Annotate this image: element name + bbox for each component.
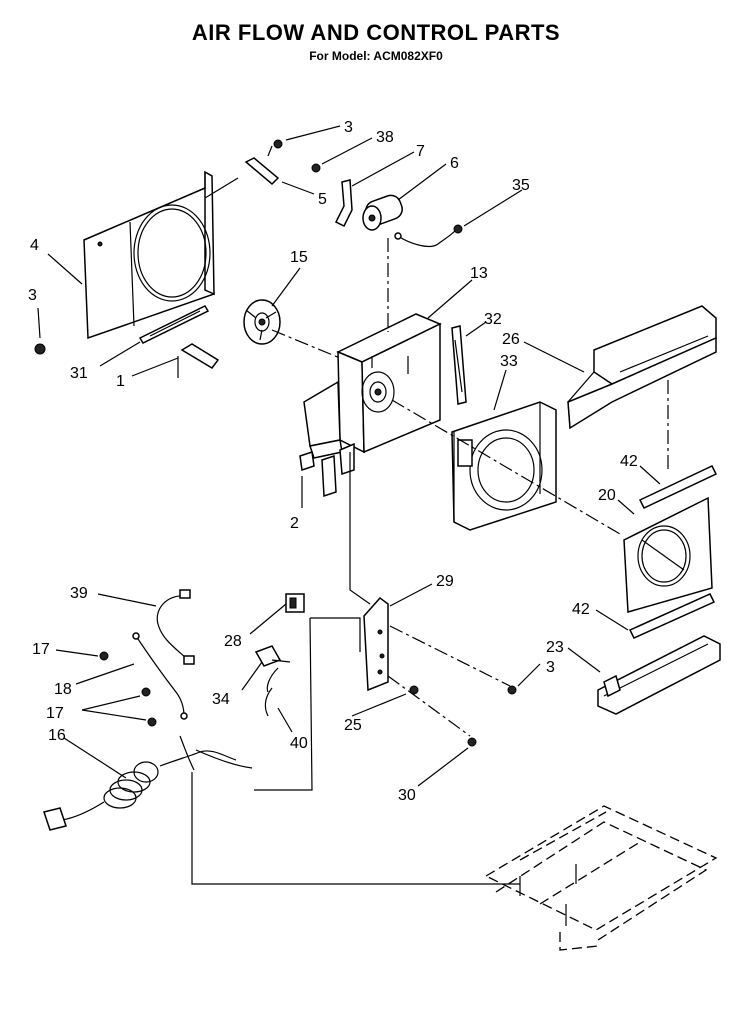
callout-17-a: 17 bbox=[32, 641, 50, 658]
callout-labels: 3 38 7 6 35 5 4 3 15 13 32 26 33 31 1 42… bbox=[28, 119, 638, 804]
part-26-air-duct bbox=[567, 305, 717, 430]
callout-4: 4 bbox=[30, 237, 39, 254]
callout-32: 32 bbox=[484, 311, 502, 328]
part-34-thermostat bbox=[254, 645, 291, 667]
part-13-orifice-bracket bbox=[303, 313, 442, 498]
callout-3-left: 3 bbox=[28, 287, 37, 304]
part-40-sensor-tube bbox=[264, 667, 279, 717]
alignment-lines bbox=[191, 238, 669, 885]
part-20-orifice-panel bbox=[623, 496, 713, 613]
part-2-clip bbox=[299, 451, 315, 471]
callout-6: 6 bbox=[450, 155, 459, 172]
part-42-lower-foam-strip bbox=[628, 593, 716, 639]
callout-39: 39 bbox=[70, 585, 88, 602]
part-35-ground-wire bbox=[394, 224, 463, 248]
base-pan-outline bbox=[484, 805, 718, 951]
callout-33: 33 bbox=[500, 353, 518, 370]
part-29-control-bracket bbox=[363, 596, 389, 692]
callout-29: 29 bbox=[436, 573, 454, 590]
part-17-screw-c bbox=[147, 717, 157, 727]
part-16-power-cord bbox=[43, 735, 253, 831]
part-17-screw-b bbox=[141, 687, 151, 697]
part-15-fan-blade bbox=[243, 299, 281, 345]
diagram-title: AIR FLOW AND CONTROL PARTS bbox=[191, 20, 561, 45]
part-4-shroud-panel bbox=[83, 170, 215, 340]
callout-18: 18 bbox=[54, 681, 72, 698]
part-5-bracket bbox=[204, 157, 280, 199]
callout-28: 28 bbox=[224, 633, 242, 650]
callout-17-b: 17 bbox=[46, 705, 64, 722]
part-3-screw-right bbox=[507, 685, 517, 695]
callout-25: 25 bbox=[344, 717, 362, 734]
part-18-wire bbox=[132, 632, 188, 720]
part-30-screw bbox=[467, 737, 477, 747]
callout-16: 16 bbox=[48, 727, 66, 744]
leader-lines bbox=[37, 125, 661, 787]
callout-13: 13 bbox=[470, 265, 488, 282]
part-31-strip bbox=[138, 305, 210, 344]
part-23-base-channel bbox=[597, 635, 721, 715]
callout-3: 3 bbox=[344, 119, 353, 136]
callout-40: 40 bbox=[290, 735, 308, 752]
callout-3-right: 3 bbox=[546, 659, 555, 676]
callout-42-upper: 42 bbox=[620, 453, 638, 470]
callout-30: 30 bbox=[398, 787, 416, 804]
callout-23: 23 bbox=[546, 639, 564, 656]
callout-34: 34 bbox=[212, 691, 230, 708]
callout-38: 38 bbox=[376, 129, 394, 146]
callout-42-lower: 42 bbox=[572, 601, 590, 618]
part-7-clip bbox=[334, 179, 353, 228]
diagram-subtitle: For Model: ACM082XF0 bbox=[309, 49, 443, 63]
part-17-screw-a bbox=[99, 651, 109, 661]
callout-7: 7 bbox=[416, 143, 425, 160]
part-3-screw-left bbox=[34, 343, 46, 355]
part-32-foam-strip bbox=[451, 325, 467, 405]
callout-15: 15 bbox=[290, 249, 308, 266]
callout-2: 2 bbox=[290, 515, 299, 532]
callout-1: 1 bbox=[116, 373, 125, 390]
callout-31: 31 bbox=[70, 365, 88, 382]
part-39-wire-harness bbox=[156, 589, 195, 665]
part-3-screw-top bbox=[267, 139, 283, 157]
part-42-upper-foam-strip bbox=[638, 465, 718, 509]
part-28-switch bbox=[285, 593, 305, 613]
callout-26: 26 bbox=[502, 331, 520, 348]
callout-5: 5 bbox=[318, 191, 327, 208]
callout-20: 20 bbox=[598, 487, 616, 504]
part-1-bracket bbox=[177, 343, 220, 378]
part-25-screw bbox=[409, 685, 419, 695]
part-6-capacitor bbox=[362, 194, 403, 231]
callout-35: 35 bbox=[512, 177, 530, 194]
part-38-screw bbox=[311, 163, 321, 173]
